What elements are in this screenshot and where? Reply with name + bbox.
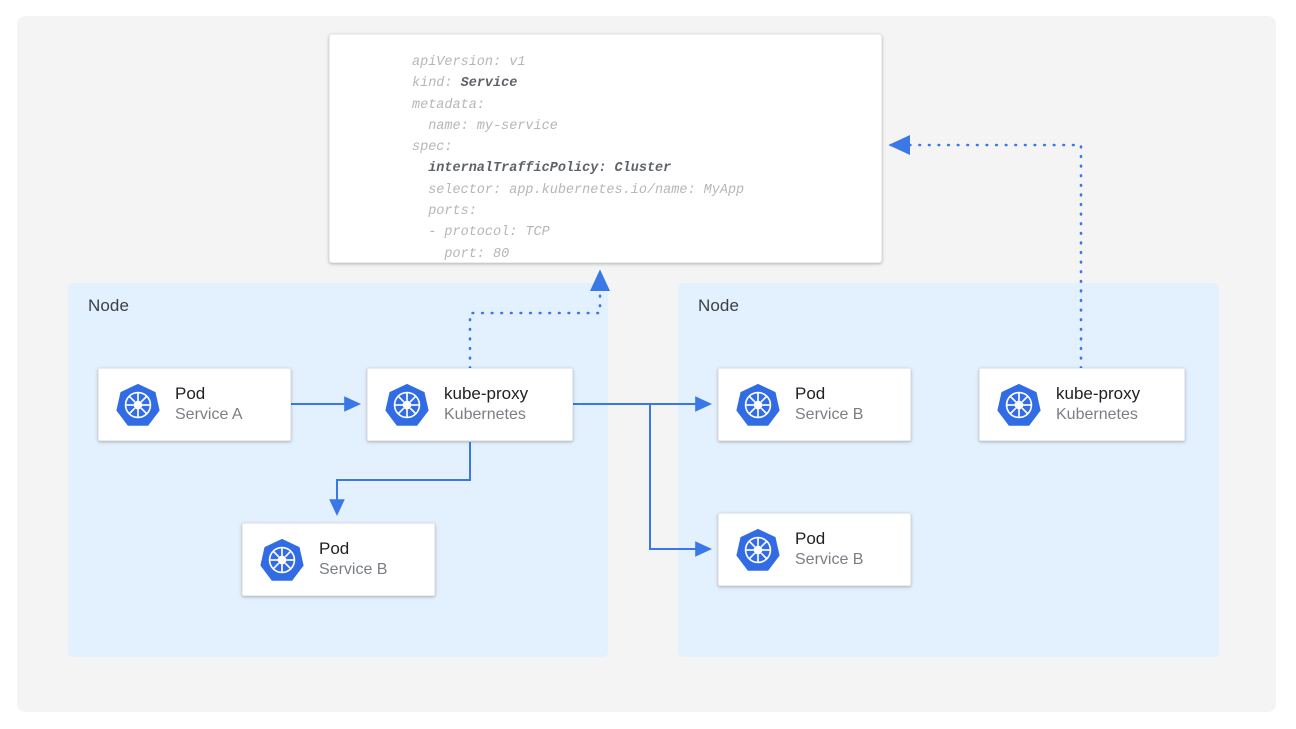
card-pod-service-a[interactable]: Pod Service A xyxy=(98,368,291,441)
card-subtitle: Kubernetes xyxy=(1056,406,1138,424)
kubernetes-icon xyxy=(736,528,780,571)
node-box-left xyxy=(68,283,608,657)
yaml-line-protocol: - protocol: TCP xyxy=(412,225,550,241)
card-title: Pod xyxy=(175,384,206,404)
card-text: Pod Service B xyxy=(319,538,387,580)
card-text: Pod Service B xyxy=(795,528,863,570)
kubernetes-icon xyxy=(736,383,780,426)
node-label-left: Node xyxy=(88,296,130,315)
card-title: Pod xyxy=(795,529,826,549)
card-title: Pod xyxy=(319,539,350,559)
yaml-line-kind: kind: xyxy=(412,76,453,92)
card-text: kube-proxy Kubernetes xyxy=(444,383,528,425)
yaml-line-name: name: my-service xyxy=(412,118,558,134)
yaml-line-apiversion: apiVersion: xyxy=(412,55,502,70)
yaml-line-metadata: metadata: xyxy=(412,97,485,113)
node-box-right xyxy=(678,283,1219,657)
card-title: Pod xyxy=(795,384,826,404)
card-title: kube-proxy xyxy=(444,384,529,404)
card-pod-service-b-right-top[interactable]: Pod Service B xyxy=(718,368,911,441)
card-subtitle: Kubernetes xyxy=(444,406,526,424)
service-yaml-code: apiVersion: v1 kind: Service metadata: n… xyxy=(412,52,745,262)
kubernetes-icon xyxy=(260,538,304,581)
card-subtitle: Service A xyxy=(175,406,243,424)
card-pod-service-b-right-bottom[interactable]: Pod Service B xyxy=(718,513,911,586)
card-subtitle: Service B xyxy=(795,551,864,569)
yaml-line-internaltrafficpolicy: internalTrafficPolicy: Cluster xyxy=(412,161,672,177)
card-kube-proxy-right[interactable]: kube-proxy Kubernetes xyxy=(979,368,1185,441)
service-yaml-card: apiVersion: v1 kind: Service metadata: n… xyxy=(329,34,882,263)
card-text: Pod Service B xyxy=(795,383,863,425)
card-subtitle: Service B xyxy=(795,406,864,424)
card-kube-proxy-left[interactable]: kube-proxy Kubernetes xyxy=(367,368,573,441)
kubernetes-icon xyxy=(116,383,160,426)
card-title: kube-proxy xyxy=(1056,384,1141,404)
yaml-line-port: port: 80 xyxy=(412,246,510,262)
yaml-line-selector: selector: app.kubernetes.io/name: MyApp xyxy=(412,182,745,198)
card-text: kube-proxy Kubernetes xyxy=(1056,383,1140,425)
yaml-line-ports: ports: xyxy=(412,204,477,220)
node-label-right: Node xyxy=(698,296,740,315)
card-pod-service-b-left[interactable]: Pod Service B xyxy=(242,523,435,596)
kubernetes-icon xyxy=(385,383,429,426)
yaml-line-apiversion-value: v1 xyxy=(501,55,526,70)
card-text: Pod Service A xyxy=(175,383,243,425)
yaml-line-spec: spec: xyxy=(412,140,453,156)
card-subtitle: Service B xyxy=(319,561,388,579)
kubernetes-icon xyxy=(997,383,1041,426)
yaml-line-kind-value: Service xyxy=(460,76,518,92)
